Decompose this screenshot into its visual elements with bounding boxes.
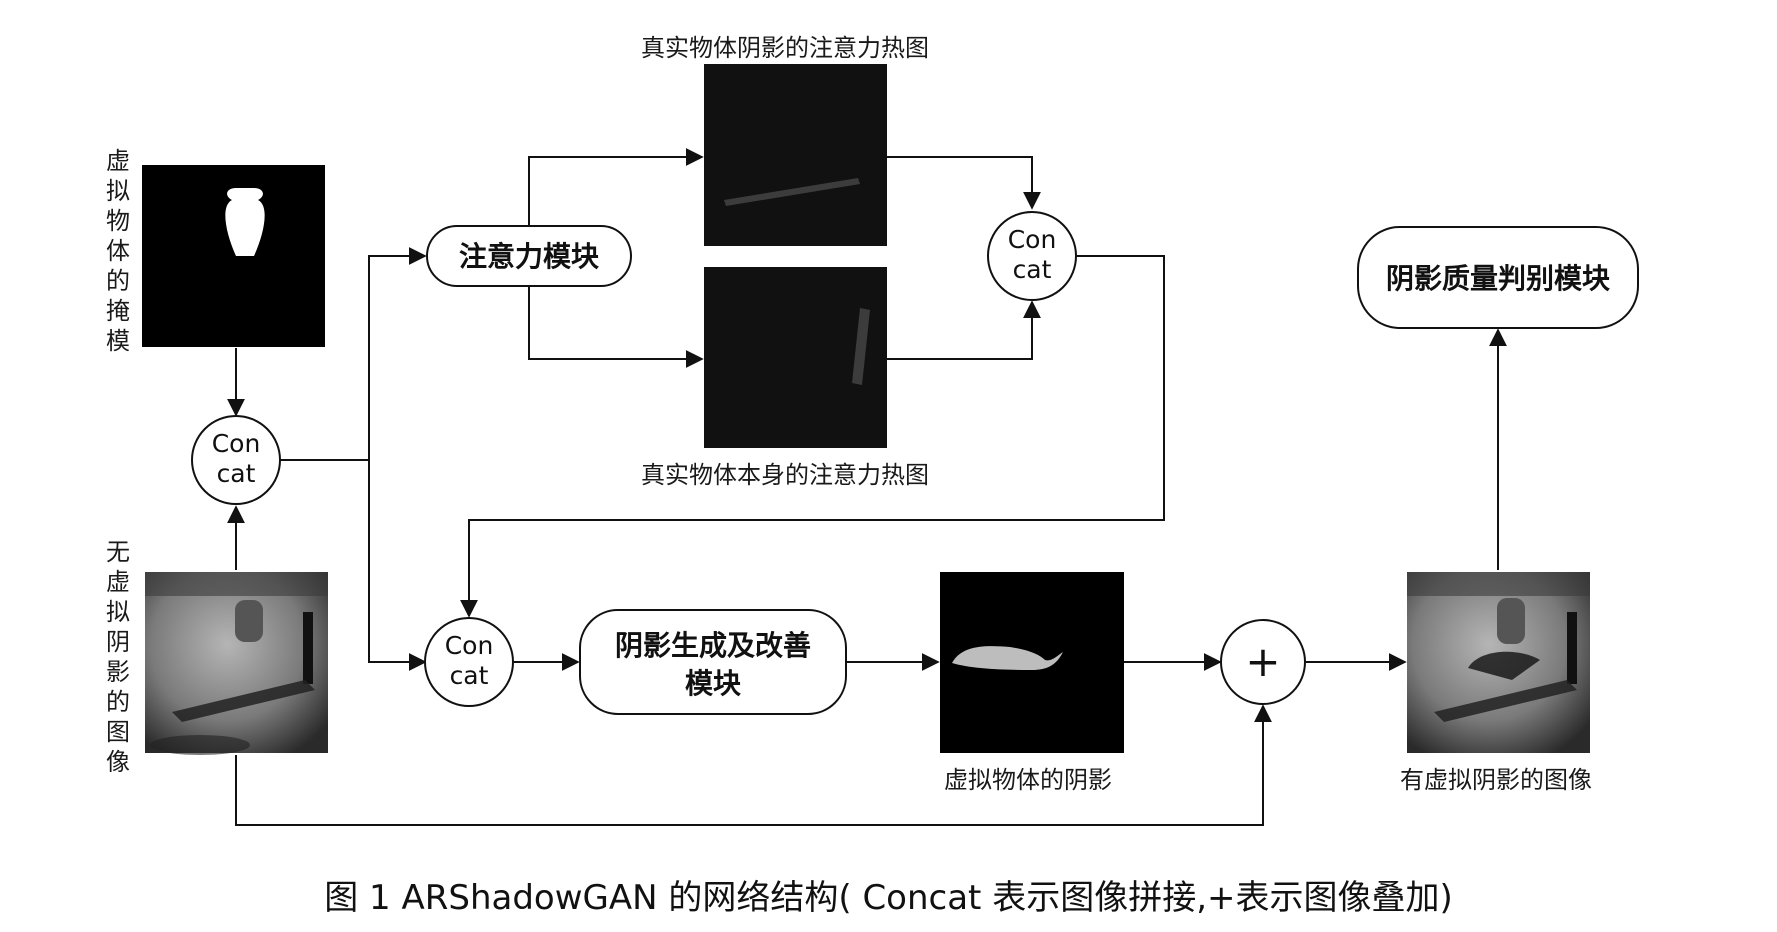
svg-text:cat: cat: [217, 459, 256, 488]
svg-text:阴影质量判别模块: 阴影质量判别模块: [1386, 262, 1610, 295]
plus-node: +: [1220, 619, 1306, 705]
virtual-shadow-image: [940, 572, 1124, 753]
svg-text:模块: 模块: [685, 667, 741, 700]
svg-text:阴影生成及改善: 阴影生成及改善: [615, 629, 811, 662]
mask-label: 虚拟物体的掩模: [106, 147, 130, 355]
concat-node-top: Con cat: [987, 211, 1077, 301]
virtual-shadow-label: 虚拟物体的阴影: [944, 766, 1112, 794]
shadow-generation-module: 阴影生成及改善 模块: [579, 609, 847, 715]
svg-text:Con: Con: [212, 429, 261, 458]
svg-text:Con: Con: [445, 631, 494, 660]
discriminator-module: 阴影质量判别模块: [1357, 226, 1639, 329]
mask-image: [142, 165, 325, 347]
svg-text:注意力模块: 注意力模块: [459, 240, 599, 273]
svg-text:+: +: [1245, 637, 1280, 686]
svg-text:Con: Con: [1008, 225, 1057, 254]
figure-caption: 图 1 ARShadowGAN 的网络结构( Concat 表示图像拼接,+表示…: [324, 878, 1453, 918]
object-heatmap-label: 真实物体本身的注意力热图: [641, 461, 929, 489]
concat-node-left: Con cat: [191, 415, 281, 505]
shadow-heatmap-image: [704, 64, 887, 246]
output-image-label: 有虚拟阴影的图像: [1400, 766, 1592, 794]
shadow-heatmap-label: 真实物体阴影的注意力热图: [641, 34, 929, 62]
svg-text:cat: cat: [1013, 255, 1052, 284]
concat-node-bottom: Con cat: [424, 617, 514, 707]
attention-module: 注意力模块: [426, 225, 632, 287]
object-heatmap-image: [704, 267, 887, 448]
connectors: [227, 148, 1507, 826]
svg-text:cat: cat: [450, 661, 489, 690]
output-photo: [1407, 572, 1590, 753]
input-image-label: 无虚拟阴影的图像: [106, 538, 130, 776]
input-photo: [145, 572, 328, 755]
